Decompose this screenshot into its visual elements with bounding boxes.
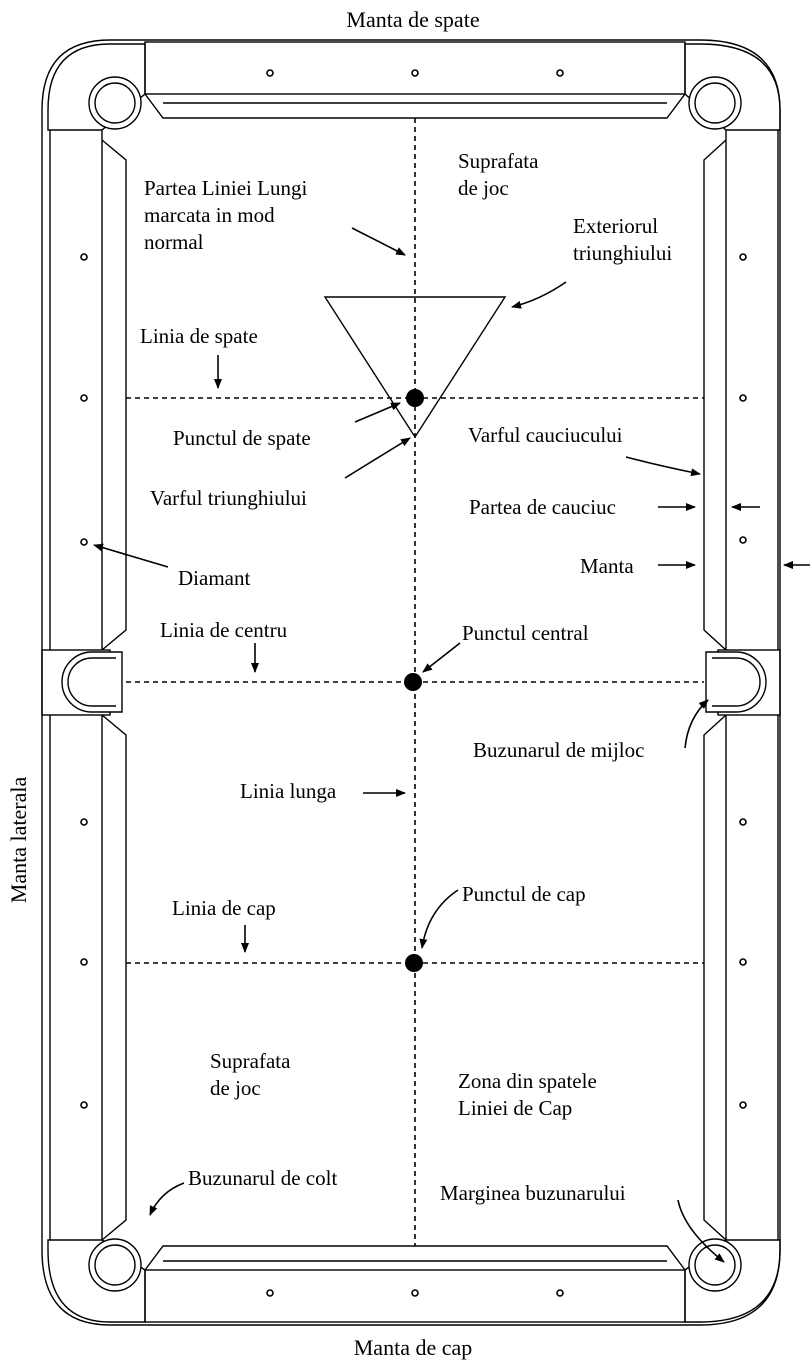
- center-spot-label: Punctul central: [462, 621, 589, 645]
- pocket-edge-label: Marginea buzunarului: [440, 1181, 626, 1205]
- head-spot: [405, 954, 423, 972]
- diamond: [411, 1289, 419, 1297]
- cushion-nose-label: Varful cauciucului: [468, 423, 623, 447]
- long-string-part-label-2: marcata in mod: [144, 203, 275, 227]
- left-rail: [49, 130, 127, 1241]
- foot-spot: [406, 389, 424, 407]
- diamond: [80, 1101, 88, 1109]
- diamond: [266, 1289, 274, 1297]
- corner-pocket-bottom-left: [47, 1238, 146, 1323]
- rack-triangle: [323, 296, 507, 439]
- diamond: [80, 394, 88, 402]
- corner-pocket-label: Buzunarul de colt: [188, 1166, 337, 1190]
- diamonds: [80, 69, 747, 1297]
- side-rail-label: Manta laterala: [6, 777, 31, 904]
- long-string-part-label-3: normal: [144, 230, 204, 254]
- head-spot-label: Punctul de cap: [462, 882, 586, 906]
- diamond: [80, 538, 88, 546]
- arrows: [93, 227, 810, 1263]
- long-string-label: Linia lunga: [240, 779, 337, 803]
- diamond: [739, 958, 747, 966]
- diamond: [80, 958, 88, 966]
- diamond: [266, 69, 274, 77]
- diamond: [556, 69, 564, 77]
- back-rail-label: Manta de spate: [346, 7, 479, 32]
- playing-surface-label-top-1: Suprafata: [458, 149, 539, 173]
- diamond: [556, 1289, 564, 1297]
- diamond: [739, 253, 747, 261]
- playing-surface-label-top-2: de joc: [458, 176, 509, 200]
- diamond: [739, 818, 747, 826]
- corner-pocket-bottom-right: [684, 1238, 781, 1323]
- diamond-label: Diamant: [178, 566, 250, 590]
- diamond: [739, 394, 747, 402]
- diamond: [739, 1101, 747, 1109]
- kitchen-label-2: Liniei de Cap: [458, 1096, 572, 1120]
- kitchen-label-1: Zona din spatele: [458, 1069, 597, 1093]
- head-rail-label: Manta de cap: [354, 1335, 473, 1360]
- foot-spot-label: Punctul de spate: [173, 426, 311, 450]
- side-pocket-label: Buzunarul de mijloc: [473, 738, 644, 762]
- diamond: [80, 818, 88, 826]
- back-rail: [144, 41, 686, 119]
- diamond: [411, 69, 419, 77]
- foot-string-label: Linia de spate: [140, 324, 258, 348]
- center-string-label: Linia de centru: [160, 618, 288, 642]
- rack-apex-label: Varful triunghiului: [150, 486, 307, 510]
- cushion-label: Partea de cauciuc: [469, 495, 616, 519]
- diamond: [80, 253, 88, 261]
- playing-surface-label-bottom-2: de joc: [210, 1076, 261, 1100]
- side-pocket-left: [41, 649, 123, 716]
- head-rail: [144, 1245, 686, 1323]
- rack-outline-label-2: triunghiului: [573, 241, 672, 265]
- diamond: [739, 536, 747, 544]
- right-rail: [703, 130, 779, 1241]
- corner-pocket-top-left: [47, 43, 146, 131]
- table-outline: [41, 39, 781, 1326]
- corner-pocket-top-right: [684, 43, 781, 131]
- center-spot: [404, 673, 422, 691]
- long-string-part-label-1: Partea Liniei Lungi: [144, 176, 307, 200]
- rack-outline-label-1: Exteriorul: [573, 214, 658, 238]
- playing-surface-label-bottom-1: Suprafata: [210, 1049, 291, 1073]
- rail-label: Manta: [580, 554, 634, 578]
- side-pocket-right: [705, 649, 781, 716]
- head-string-label: Linia de cap: [172, 896, 276, 920]
